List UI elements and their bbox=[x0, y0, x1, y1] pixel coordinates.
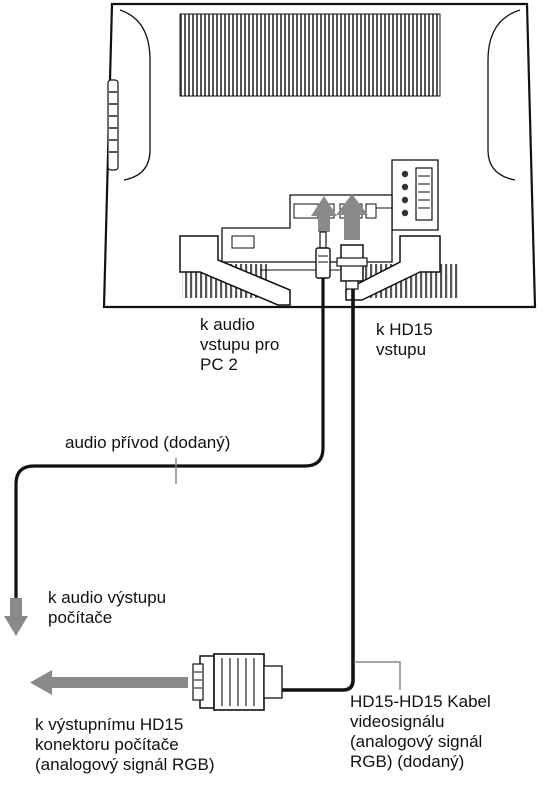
arrow-down-icon bbox=[4, 598, 28, 636]
vga-connector bbox=[192, 653, 283, 711]
audio-cable bbox=[14, 278, 325, 600]
vga-cable bbox=[282, 289, 355, 692]
audio-jack-plug bbox=[315, 231, 331, 279]
label-hd15-input: k HD15 vstupu bbox=[376, 320, 433, 359]
label-hd15-cable: HD15-HD15 Kabel videosignálu (analogový … bbox=[350, 692, 491, 771]
arrow-up-audio-icon bbox=[311, 196, 337, 232]
arrow-up-hd15-icon bbox=[336, 194, 368, 240]
label-audio-input-pc2: k audio vstupu pro PC 2 bbox=[200, 315, 280, 374]
label-audio-cable: audio přívod (dodaný) bbox=[65, 433, 231, 452]
arrow-left-icon bbox=[30, 670, 188, 695]
monitor-back-panel bbox=[102, 2, 537, 309]
label-pc-hd15-output: k výstupnímu HD15 konektoru počítače (an… bbox=[35, 715, 215, 774]
label-audio-output-pc: k audio výstupu počítače bbox=[48, 588, 167, 627]
vga-cable-label-leader bbox=[354, 661, 401, 690]
